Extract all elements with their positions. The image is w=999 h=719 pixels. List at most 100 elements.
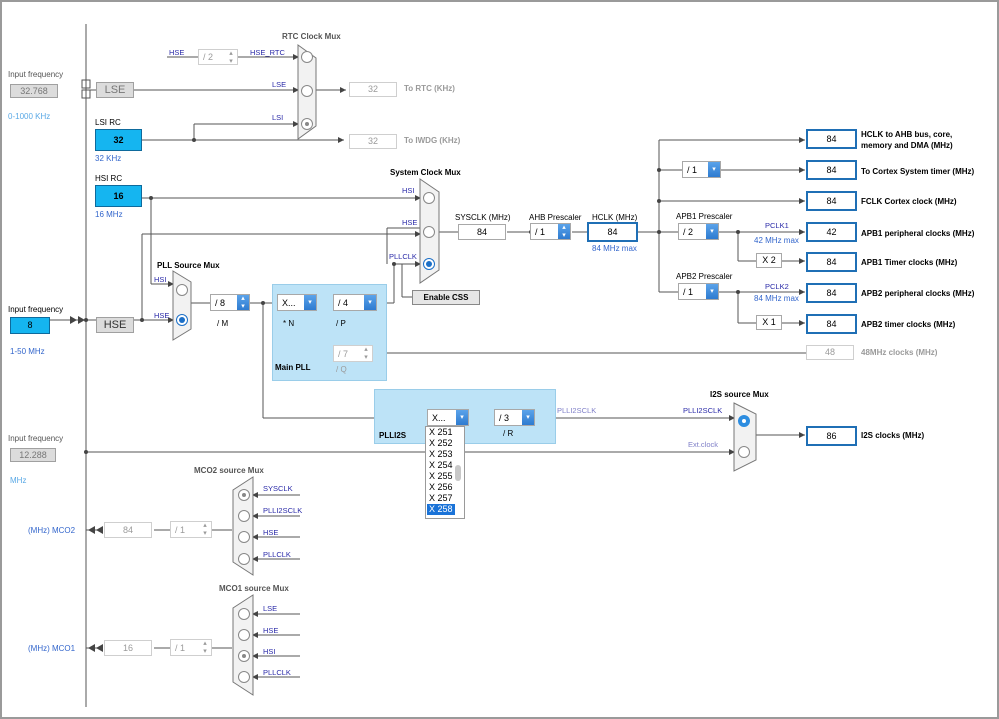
sysmux-radio-hse[interactable] [423,226,435,238]
hclk-value[interactable]: 84 [587,222,638,242]
pll-source-mux [172,270,192,341]
sysmux-in-hse: HSE [402,218,418,227]
clk48-value: 48 [806,345,854,360]
fclk-label: FCLK Cortex clock (MHz) [861,197,957,206]
mco2-mux-title: MCO2 source Mux [194,466,264,475]
list-item[interactable]: X 252 [429,438,453,448]
mco1-radio-lse[interactable] [238,608,250,620]
pllsrc-in-hsi: HSI [154,275,167,284]
plli2s-out-label: PLLI2SCLK [557,406,597,415]
hsi-unit: 16 MHz [95,210,123,219]
main-pll-title: Main PLL [275,363,311,372]
chevron-down-icon: ▾ [708,162,720,177]
ahb-prescaler-select[interactable]: / 1▴▾ [530,223,571,240]
apb1-timer-value[interactable]: 84 [806,252,857,272]
pclk2-label: PCLK2 [765,282,789,291]
mco2-in-hse: HSE [263,528,279,537]
list-item[interactable]: X 255 [429,471,453,481]
mco1-label: (MHz) MCO1 [28,644,76,653]
pll-n-multiplier[interactable]: X...▾ [277,294,317,311]
mco1-radio-hse[interactable] [238,629,250,641]
list-item[interactable]: X 254 [429,460,453,470]
mco2-radio-plli2sclk[interactable] [238,510,250,522]
fclk-value[interactable]: 84 [806,191,857,211]
lse-input-frequency[interactable]: 32.768 [10,84,58,98]
rtc-in-hse-rtc: HSE_RTC [250,48,285,57]
mco1-radio-hsi[interactable] [238,650,250,662]
sysmux-in-hsi: HSI [402,186,415,195]
hsi-rc-title: HSI RC [95,174,123,183]
chevron-down-icon: ▾ [364,295,376,310]
hclk-ahb-value[interactable]: 84 [806,129,857,149]
rtc-hse-divider[interactable]: / 2▴▾ [198,49,238,65]
pll-q-divider[interactable]: / 7▴▾ [333,345,373,362]
mco2-divider[interactable]: / 1▴▾ [170,521,212,538]
mco1-in-pllclk: PLLCLK [263,668,291,677]
sysmux-in-pllclk: PLLCLK [389,252,417,261]
spinner-icon: ▴▾ [237,295,249,310]
list-item[interactable]: X 257 [429,493,453,503]
apb1-timer-label: APB1 Timer clocks (MHz) [861,258,958,267]
mco2-radio-pllclk[interactable] [238,553,250,565]
cortex-timer-value[interactable]: 84 [806,160,857,180]
plli2s-r-divider[interactable]: / 3▾ [494,409,535,426]
apb2-periph-label: APB2 peripheral clocks (MHz) [861,289,975,298]
sysclk-label: SYSCLK (MHz) [455,213,511,222]
pll-source-mux-title: PLL Source Mux [157,261,220,270]
pclk1-max: 42 MHz max [754,236,799,245]
lse-source[interactable]: LSE [96,82,134,98]
spinner-icon: ▴▾ [558,224,570,239]
rtc-in-hse: HSE [169,48,185,57]
hclk-label: HCLK (MHz) [592,213,638,222]
cortex-timer-divider[interactable]: / 1▾ [682,161,721,178]
rtc-radio-hse[interactable] [301,51,313,63]
lsi-rc-value: 32 [95,129,142,151]
hse-source[interactable]: HSE [96,317,134,333]
i2s-radio-plli2s[interactable] [738,415,750,427]
spinner-icon: ▴▾ [225,50,237,65]
list-item-selected[interactable]: X 258 [427,504,455,515]
apb1-periph-value[interactable]: 42 [806,222,857,242]
pllsrc-radio-hse[interactable] [176,314,188,326]
mco2-in-pllclk: PLLCLK [263,550,291,559]
hse-input-frequency[interactable]: 8 [10,317,50,334]
plli2s-n-dropdown-list[interactable]: X 251 X 252 X 253 X 254 X 255 X 256 X 25… [425,426,465,519]
pll-m-divider[interactable]: / 8▴▾ [210,294,250,311]
ext-input-frequency[interactable]: 12.288 [10,448,56,462]
mco1-divider[interactable]: / 1▴▾ [170,639,212,656]
sysmux-radio-pllclk[interactable] [423,258,435,270]
apb1-timer-multiplier: X 2 [756,253,782,268]
list-item[interactable]: X 256 [429,482,453,492]
sysmux-radio-hsi[interactable] [423,192,435,204]
ext-input-title: Input frequency [8,434,64,443]
pclk1-label: PCLK1 [765,221,789,230]
pll-q-label: / Q [336,365,347,374]
apb2-periph-value[interactable]: 84 [806,283,857,303]
apb1-periph-label: APB1 peripheral clocks (MHz) [861,229,975,238]
apb1-prescaler-select[interactable]: / 2▾ [678,223,719,240]
rtc-radio-lse[interactable] [301,85,313,97]
rtc-mux-title: RTC Clock Mux [282,32,341,41]
i2s-clock-value[interactable]: 86 [806,426,857,446]
mco1-radio-pllclk[interactable] [238,671,250,683]
mco2-label: (MHz) MCO2 [28,526,76,535]
pll-p-divider[interactable]: / 4▾ [333,294,377,311]
apb2-timer-value[interactable]: 84 [806,314,857,334]
lse-input-title: Input frequency [8,70,64,79]
plli2s-n-multiplier[interactable]: X...▾ [427,409,469,426]
list-item[interactable]: X 251 [429,427,453,437]
i2s-radio-ext[interactable] [738,446,750,458]
enable-css-button[interactable]: Enable CSS [412,290,480,305]
i2s-mux-title: I2S source Mux [710,390,769,399]
rtc-radio-lsi[interactable] [301,118,313,130]
list-item[interactable]: X 253 [429,449,453,459]
dropdown-scrollbar[interactable] [455,465,461,481]
mco2-radio-sysclk[interactable] [238,489,250,501]
apb2-prescaler-select[interactable]: / 1▾ [678,283,719,300]
mco2-radio-hse[interactable] [238,531,250,543]
rtc-in-lsi: LSI [272,113,284,122]
pllsrc-radio-hsi[interactable] [176,284,188,296]
cortex-timer-label: To Cortex System timer (MHz) [861,167,975,176]
i2s-source-mux [733,402,757,472]
